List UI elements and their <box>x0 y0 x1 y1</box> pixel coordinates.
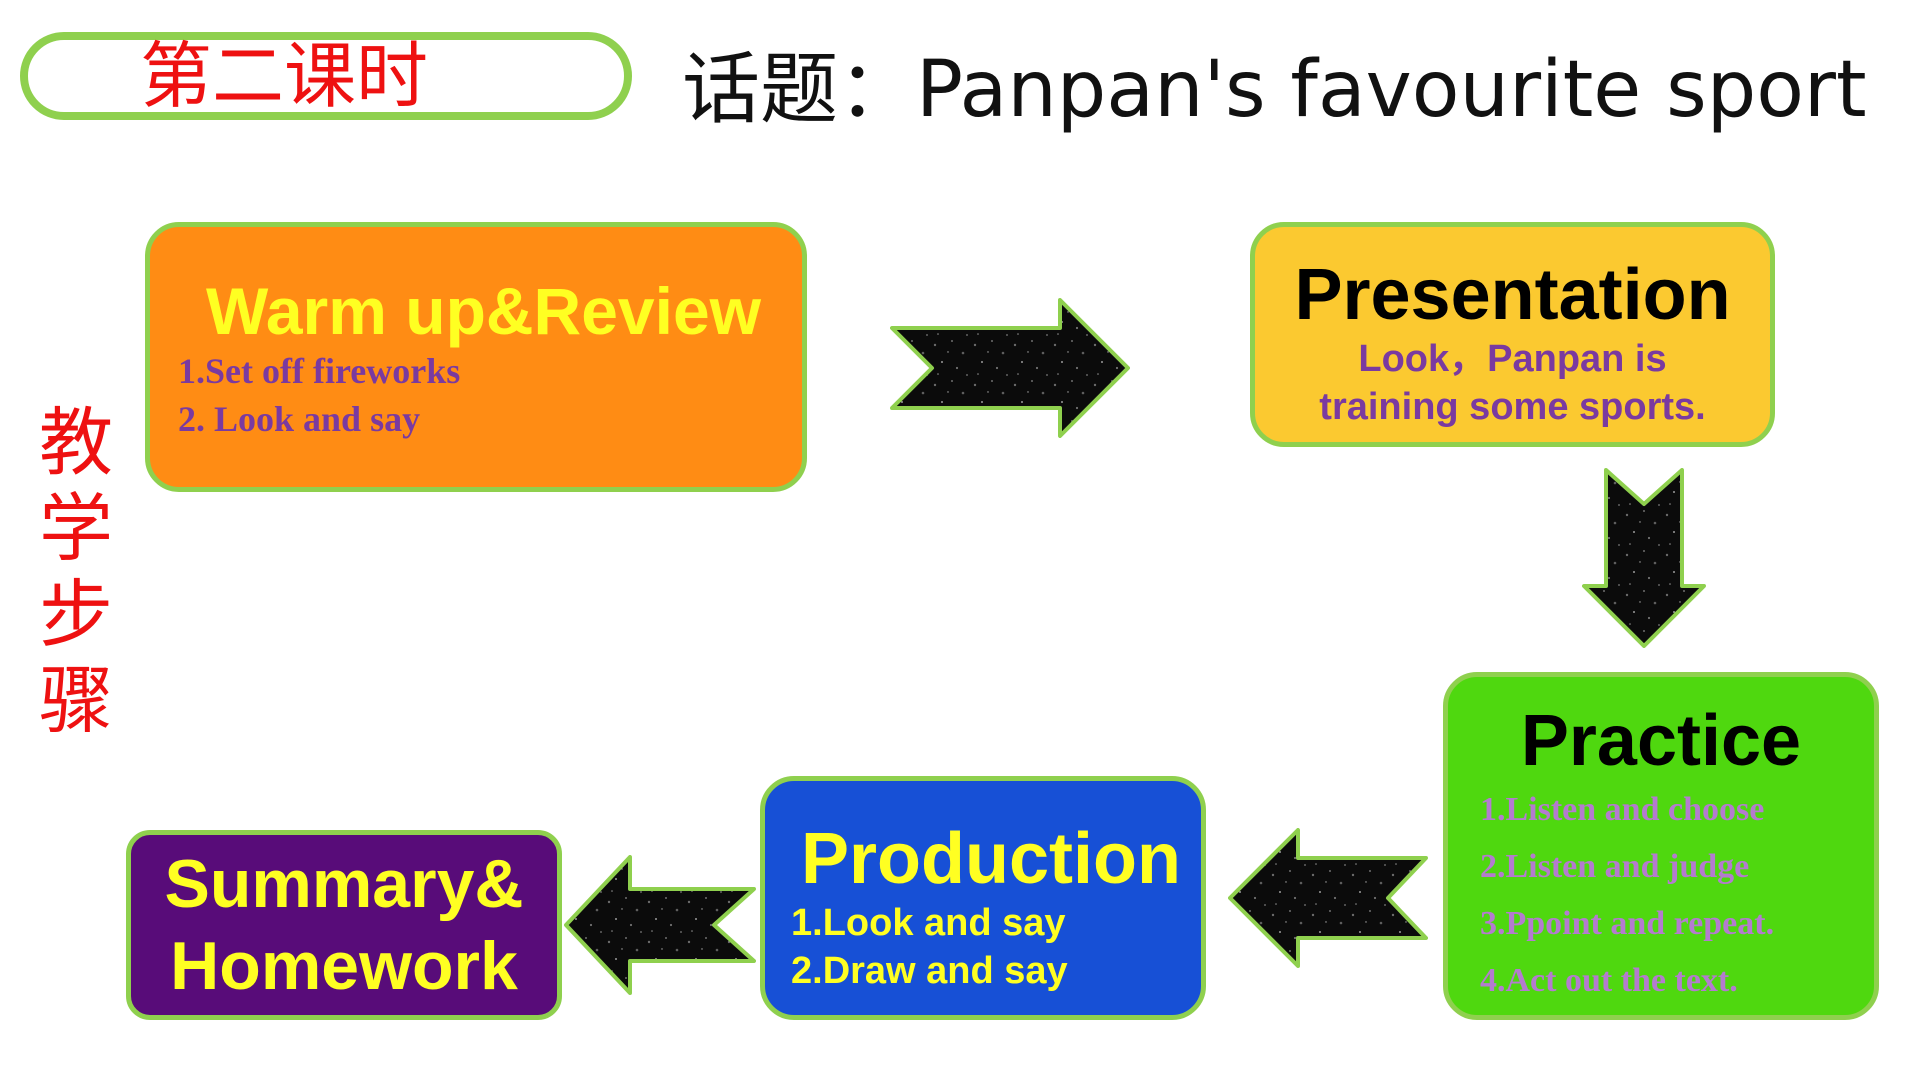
summary-homework-step: Summary& Homework <box>126 830 562 1020</box>
warm-up-item: 1.Set off fireworks <box>178 351 461 391</box>
practice-title: Practice <box>1520 701 1802 781</box>
page-title: 话题：Panpan's favourite sport <box>682 45 1867 135</box>
lesson-badge <box>20 32 632 120</box>
practice-item: 4.Act out the text. <box>1480 962 1738 999</box>
production-step: Production 1.Look and say 2.Draw and say <box>760 776 1206 1020</box>
practice-item: 3.Ppoint and repeat. <box>1480 905 1775 942</box>
side-label-char: 步 <box>39 572 113 658</box>
presentation-step: Presentation Look，Panpan is training som… <box>1250 222 1775 447</box>
side-label-char: 骤 <box>39 658 113 744</box>
warm-up-title: Warm up&Review <box>206 274 762 348</box>
production-item: 2.Draw and say <box>791 950 1068 992</box>
summary-title-line: Homework <box>170 928 518 1004</box>
side-label-char: 教 <box>39 400 113 486</box>
practice-item: 2.Listen and judge <box>1480 848 1750 885</box>
practice-item: 1.Listen and choose <box>1480 791 1765 828</box>
teaching-steps-label: 教 学 步 骤 <box>36 400 116 744</box>
arrow-down-icon <box>1582 468 1706 648</box>
lesson-label: 第二课时 <box>140 34 429 118</box>
summary-title-line: Summary& <box>164 846 524 922</box>
arrow-right-icon <box>890 298 1130 438</box>
practice-step: Practice 1.Listen and choose 2.Listen an… <box>1443 672 1879 1020</box>
production-item: 1.Look and say <box>791 902 1066 944</box>
warm-up-item: 2. Look and say <box>178 399 421 439</box>
arrow-left-icon <box>564 855 756 995</box>
warm-up-step: Warm up&Review 1.Set off fireworks 2. Lo… <box>145 222 807 492</box>
side-label-char: 学 <box>39 486 113 572</box>
production-title: Production <box>801 819 1181 899</box>
presentation-line: training some sports. <box>1319 386 1706 428</box>
presentation-line: Look，Panpan is <box>1358 338 1667 380</box>
presentation-title: Presentation <box>1294 255 1731 335</box>
arrow-left-icon <box>1228 828 1428 968</box>
